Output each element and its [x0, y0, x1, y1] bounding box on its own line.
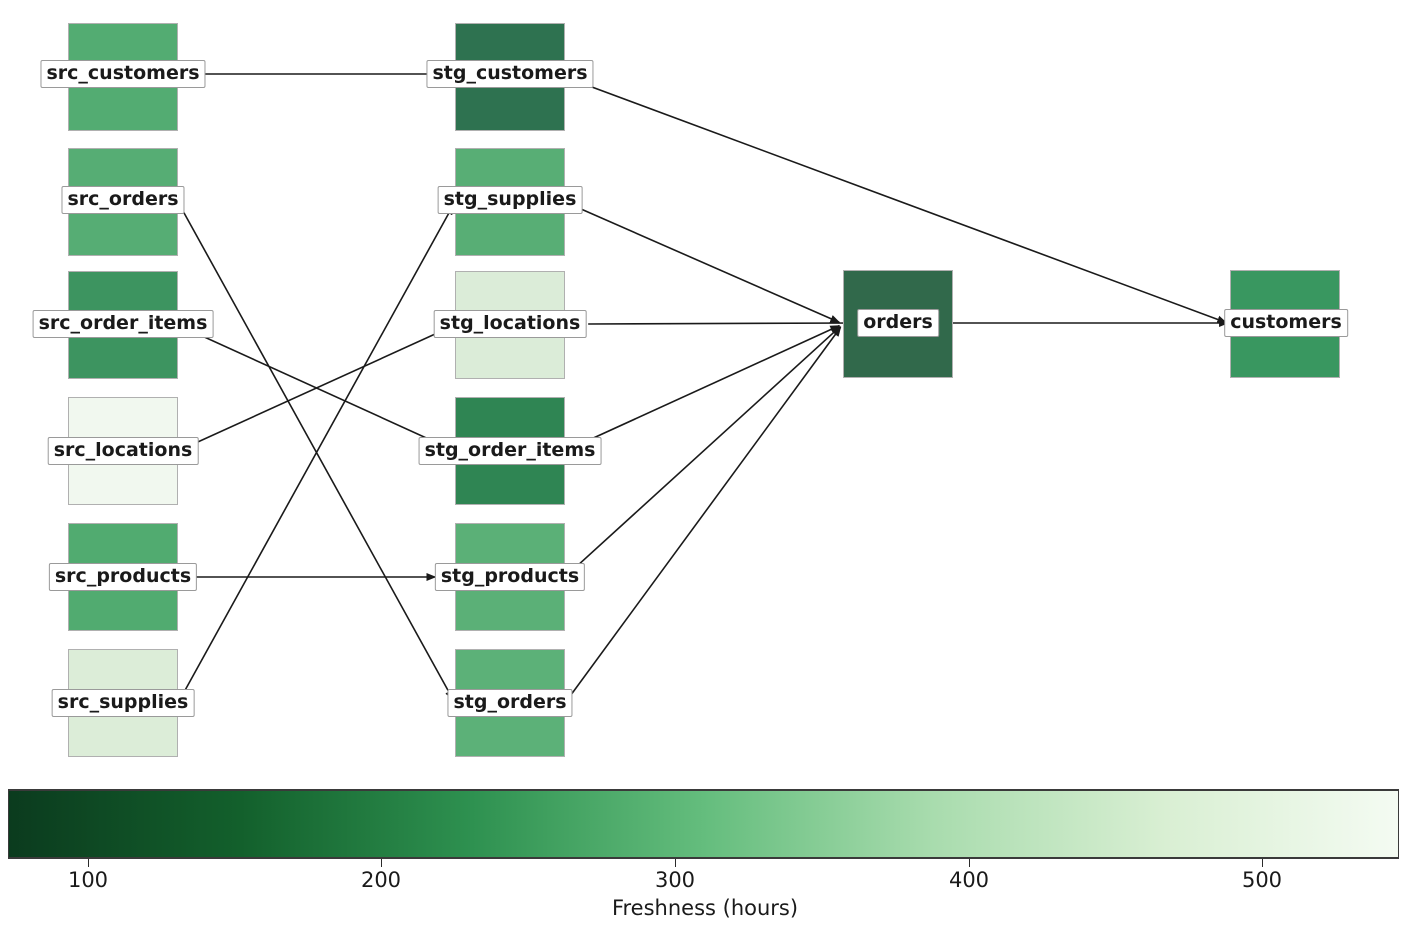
- edge-stg_order_items-to-orders: [561, 324, 841, 454]
- node-label-stg_locations[interactable]: stg_locations: [433, 310, 587, 338]
- edge-src_supplies-to-stg_supplies: [175, 204, 454, 707]
- node-label-stg_orders[interactable]: stg_orders: [447, 689, 573, 717]
- edge-stg_locations-to-orders: [588, 319, 858, 328]
- node-label-orders[interactable]: orders: [857, 309, 939, 337]
- colorbar-gradient: [8, 789, 1399, 859]
- colorbar-tick-mark: [88, 859, 89, 867]
- node-label-stg_order_items[interactable]: stg_order_items: [418, 437, 602, 465]
- node-label-src_orders[interactable]: src_orders: [61, 186, 185, 214]
- colorbar-tick-label: 500: [1241, 868, 1283, 892]
- colorbar[interactable]: [8, 789, 1399, 859]
- colorbar-tick-mark: [969, 859, 970, 867]
- node-label-src_supplies[interactable]: src_supplies: [51, 689, 195, 717]
- edge-stg_supplies-to-orders: [561, 199, 841, 324]
- node-label-src_products[interactable]: src_products: [48, 563, 198, 591]
- edge-src_order_items-to-stg_order_items: [174, 322, 453, 451]
- colorbar-tick-label: 400: [948, 868, 990, 892]
- edge-src_orders-to-stg_orders: [175, 198, 454, 701]
- edge-src_locations-to-stg_locations: [174, 325, 453, 454]
- edge-stg_products-to-orders: [561, 326, 841, 581]
- node-label-stg_customers[interactable]: stg_customers: [426, 60, 594, 88]
- colorbar-axis-label: Freshness (hours): [611, 896, 799, 920]
- node-label-src_order_items[interactable]: src_order_items: [32, 310, 214, 338]
- colorbar-tick-label: 300: [654, 868, 696, 892]
- node-label-src_locations[interactable]: src_locations: [47, 437, 199, 465]
- node-label-stg_products[interactable]: stg_products: [434, 563, 586, 591]
- edge-stg_orders-to-orders: [561, 326, 842, 707]
- colorbar-tick-mark: [675, 859, 676, 867]
- colorbar-tick-mark: [1262, 859, 1263, 867]
- colorbar-tick-label: 200: [360, 868, 402, 892]
- node-label-customers[interactable]: customers: [1224, 309, 1348, 337]
- node-label-src_customers[interactable]: src_customers: [40, 60, 206, 88]
- colorbar-tick-mark: [381, 859, 382, 867]
- node-label-stg_supplies[interactable]: stg_supplies: [437, 186, 583, 214]
- colorbar-tick-label: 100: [67, 868, 109, 892]
